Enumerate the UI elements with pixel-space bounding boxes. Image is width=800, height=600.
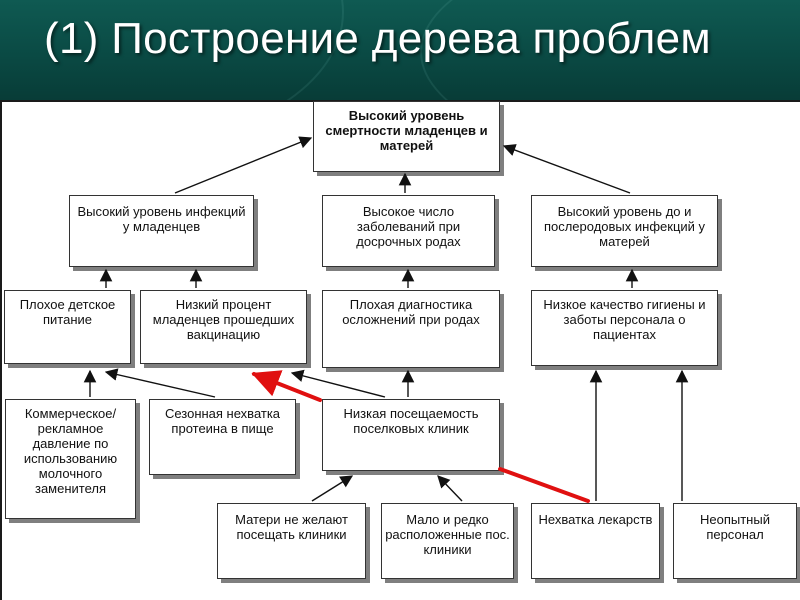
node-poor-nutrition: Плохое детское питание bbox=[4, 290, 131, 364]
node-inexperienced-staff: Неопытный персонал bbox=[673, 503, 797, 579]
node-protein-shortage: Сезонная нехватка протеина в пище bbox=[149, 399, 296, 475]
header-decoration bbox=[420, 0, 800, 100]
node-mothers-unwilling: Матери не желают посещать клиники bbox=[217, 503, 366, 579]
node-drug-shortage: Нехватка лекарств bbox=[531, 503, 660, 579]
node-infant-infections: Высокий уровень инфекций у младенцев bbox=[69, 195, 254, 267]
node-low-hygiene: Низкое качество гигиены и заботы персона… bbox=[531, 290, 718, 366]
node-low-vaccination: Низкий процент младенцев прошедших вакци… bbox=[140, 290, 307, 364]
node-low-attendance: Низкая посещаемость поселковых клиник bbox=[322, 399, 500, 471]
slide-header: (1) Построение дерева проблем bbox=[0, 0, 800, 100]
node-root-problem: Высокий уровень смертности младенцев и м… bbox=[313, 101, 500, 172]
node-commercial-pressure: Коммерческое/ рекламное давление по испо… bbox=[5, 399, 136, 519]
node-poor-diagnostics: Плохая диагностика осложнений при родах bbox=[322, 290, 500, 368]
slide-title: (1) Построение дерева проблем bbox=[44, 14, 711, 63]
node-few-clinics: Мало и редко расположенные пос. клиники bbox=[381, 503, 514, 579]
node-preterm-diseases: Высокое число заболеваний при досрочных … bbox=[322, 195, 495, 267]
node-postnatal-infections: Высокий уровень до и послеродовых инфекц… bbox=[531, 195, 718, 267]
